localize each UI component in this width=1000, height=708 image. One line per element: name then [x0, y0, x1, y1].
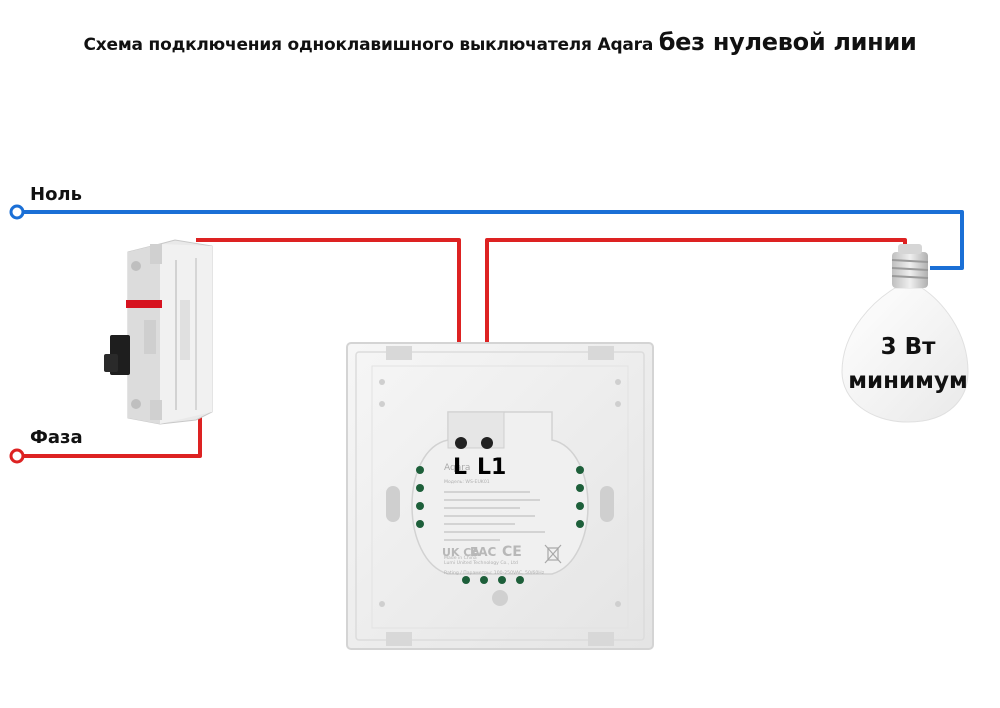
weee-bin-icon — [544, 544, 562, 564]
switch-model-text: Модель: WS-EUK01 — [444, 479, 490, 485]
switch-brand: Aqara — [444, 463, 470, 473]
lamp-power-line2: минимум — [848, 368, 968, 394]
switch-rating-text: Rating / Параметры: 100-250VAC, 50/60Hz — [444, 570, 545, 576]
switch-back-icon — [346, 342, 654, 650]
title-part1: Схема подключения одноклавишного выключа… — [83, 35, 654, 55]
eac-mark: EAC — [470, 545, 496, 559]
ce-mark: CE — [502, 544, 522, 560]
breaker-icon — [104, 239, 213, 425]
title-part2: без нулевой линии — [658, 28, 917, 56]
bulb-icon — [841, 244, 969, 423]
switch-maker-text: Lumi United Technology Co., Ltd — [444, 560, 518, 566]
page-title: Схема подключения одноклавишного выключа… — [0, 28, 1000, 56]
lamp-power-label: 3 Вт минимум — [840, 330, 976, 398]
ukca-mark: UK CA — [442, 546, 480, 559]
neutral-terminal-icon — [9, 204, 25, 220]
switch-origin-text: Made in China — [444, 555, 477, 561]
neutral-wire — [20, 210, 964, 270]
terminal-l1-label: L1 — [477, 455, 507, 480]
neutral-label: Ноль — [30, 184, 82, 205]
lamp-power-line1: 3 Вт — [880, 334, 936, 360]
terminal-l-label: L — [453, 455, 468, 480]
phase-terminal-icon — [9, 448, 25, 464]
phase-label: Фаза — [30, 427, 83, 448]
